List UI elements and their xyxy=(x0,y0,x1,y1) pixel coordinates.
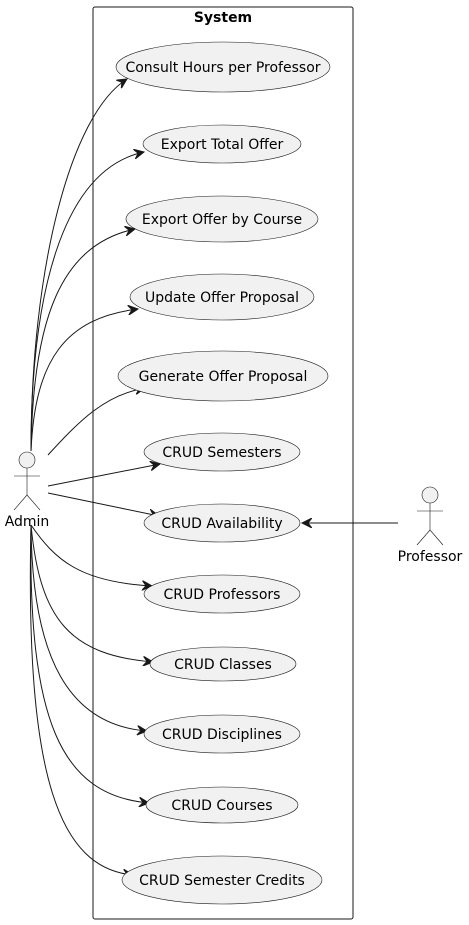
usecase-ellipse xyxy=(125,195,319,243)
usecase-consult-hours[interactable]: Consult Hours per Professor xyxy=(115,41,331,93)
association-admin-to-crud-availability xyxy=(47,492,159,516)
usecase-label: CRUD Availability xyxy=(161,516,282,532)
association-admin-to-export-total xyxy=(30,152,144,452)
actor-professor-right-leg xyxy=(429,529,444,546)
association-admin-to-generate-proposal xyxy=(47,388,145,456)
usecase-label: Update Offer Proposal xyxy=(145,290,299,306)
association-admin-to-update-proposal xyxy=(30,309,138,452)
usecase-ellipse xyxy=(145,786,299,824)
usecase-export-total[interactable]: Export Total Offer xyxy=(142,124,302,164)
usecase-ellipse xyxy=(143,503,301,543)
usecase-crud-courses[interactable]: CRUD Courses xyxy=(145,786,299,824)
usecase-update-proposal[interactable]: Update Offer Proposal xyxy=(129,273,315,321)
usecase-export-course[interactable]: Export Offer by Course xyxy=(125,195,319,243)
actor-professor-left-leg xyxy=(416,529,431,546)
actor-admin-left-leg xyxy=(13,494,28,511)
associations xyxy=(29,79,398,875)
usecase-label: Export Offer by Course xyxy=(142,212,302,228)
usecase-generate-proposal[interactable]: Generate Offer Proposal xyxy=(117,350,329,402)
association-admin-to-crud-disciplines xyxy=(30,524,147,731)
usecase-ellipse xyxy=(121,855,323,905)
usecase-crud-availability[interactable]: CRUD Availability xyxy=(143,503,301,543)
association-admin-to-crud-professors xyxy=(30,524,152,586)
usecase-label: Consult Hours per Professor xyxy=(125,60,320,76)
actor-professor-label: Professor xyxy=(398,549,463,565)
usecase-label: Generate Offer Proposal xyxy=(139,369,308,385)
usecase-crud-classes[interactable]: CRUD Classes xyxy=(149,646,297,682)
actor-admin-label: Admin xyxy=(5,514,50,530)
usecase-label: CRUD Semester Credits xyxy=(139,873,305,889)
usecase-ellipse xyxy=(117,350,329,402)
actor-professor[interactable]: Professor xyxy=(398,486,463,565)
actor-professor-head xyxy=(421,486,439,504)
usecase-crud-disciplines[interactable]: CRUD Disciplines xyxy=(143,714,301,754)
association-admin-to-crud-semesters xyxy=(47,464,160,487)
usecase-label: CRUD Semesters xyxy=(162,445,281,461)
usecase-label: CRUD Courses xyxy=(171,798,272,814)
usecase-label: CRUD Disciplines xyxy=(162,727,282,743)
association-admin-to-crud-courses xyxy=(30,524,149,803)
actor-admin-head xyxy=(18,451,36,469)
usecase-crud-semesters[interactable]: CRUD Semesters xyxy=(143,432,301,472)
association-admin-to-crud-semester-credits xyxy=(29,524,133,875)
usecase-ellipse xyxy=(129,273,315,321)
usecase-label: CRUD Professors xyxy=(164,587,281,603)
usecase-label: CRUD Classes xyxy=(174,657,272,673)
usecase-ellipse xyxy=(142,124,302,164)
actor-admin[interactable]: Admin xyxy=(5,451,50,530)
association-admin-to-crud-classes xyxy=(30,524,153,662)
usecase-ellipse xyxy=(143,432,301,472)
usecase-crud-semester-credits[interactable]: CRUD Semester Credits xyxy=(121,855,323,905)
usecase-label: Export Total Offer xyxy=(161,137,284,153)
association-admin-to-export-course xyxy=(30,229,135,452)
usecase-ellipse xyxy=(143,714,301,754)
usecase-ellipse xyxy=(143,574,301,614)
system-title: System xyxy=(194,10,252,26)
usecase-ellipse xyxy=(149,646,297,682)
usecase-ellipse xyxy=(115,41,331,93)
usecase-crud-professors[interactable]: CRUD Professors xyxy=(143,574,301,614)
actor-admin-right-leg xyxy=(26,494,41,511)
